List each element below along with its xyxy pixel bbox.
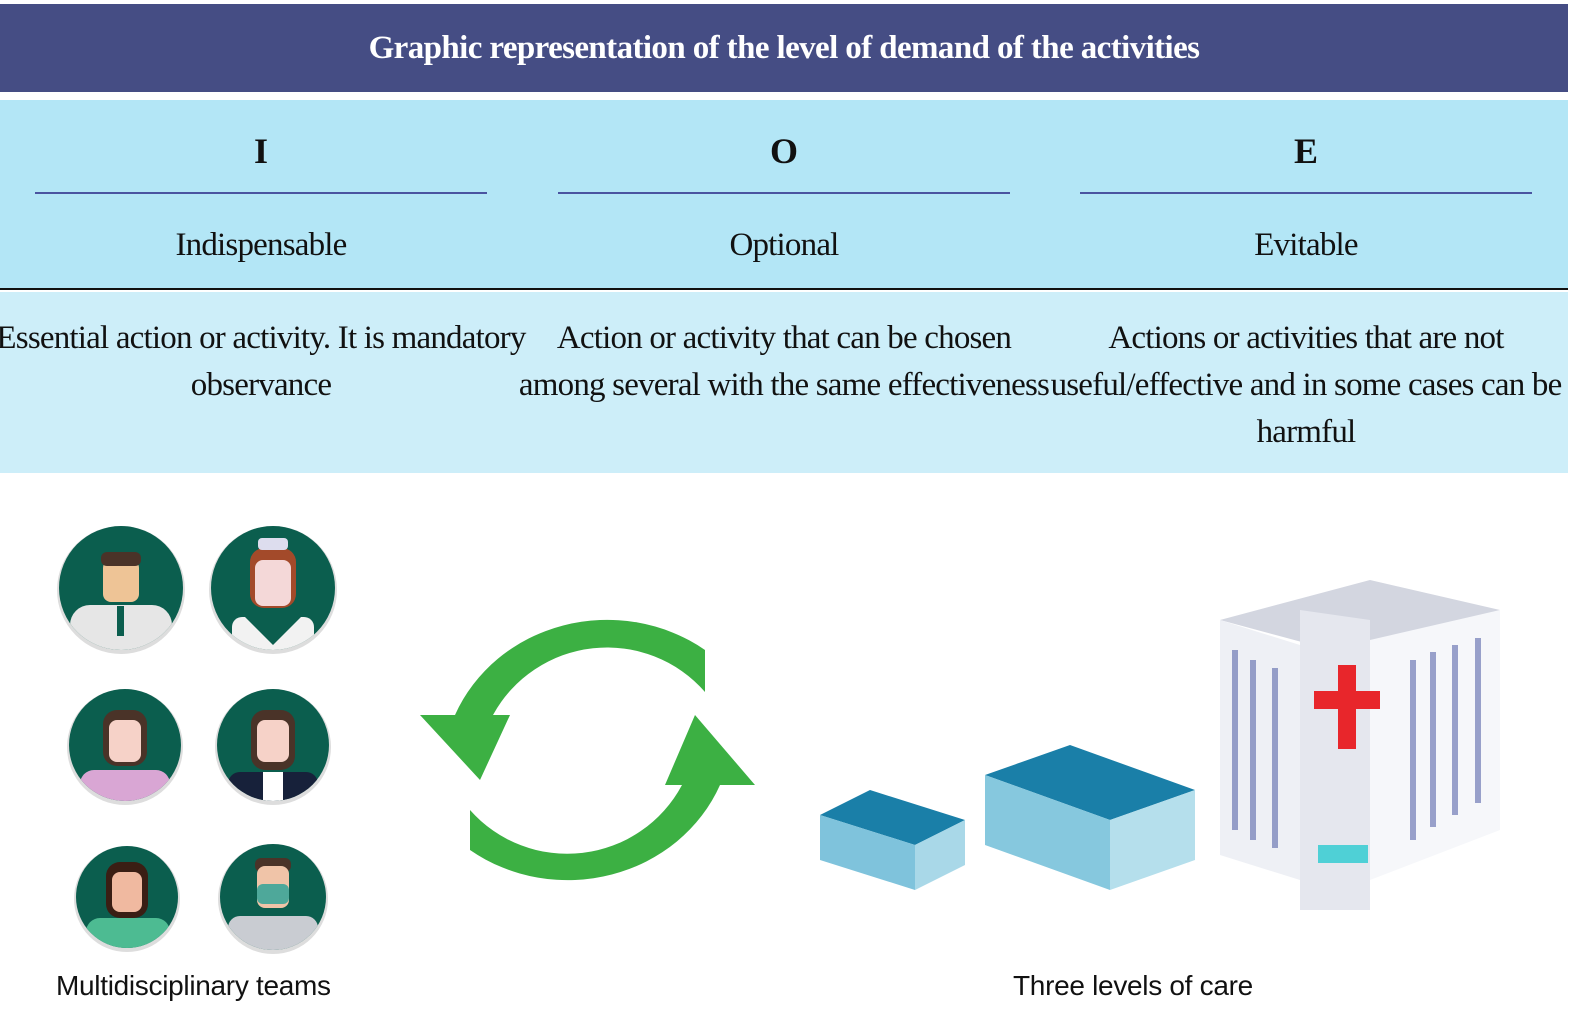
doctor-avatar-icon <box>57 526 185 654</box>
surgeon-avatar-icon <box>218 844 328 954</box>
description-optional: Action or activity that can be chosen am… <box>518 320 1050 403</box>
businesswoman-avatar-icon <box>215 689 331 805</box>
team-avatars <box>57 526 337 954</box>
column-label: Indispensable <box>175 227 347 263</box>
column-label: Evitable <box>1254 227 1358 263</box>
nurse-avatar-icon <box>209 526 337 654</box>
caption-levels: Three levels of care <box>1013 970 1253 1001</box>
divider <box>35 192 487 194</box>
refresh-arrows-icon <box>420 619 755 881</box>
column-indispensable: I Indispensable <box>35 100 487 290</box>
column-letter: I <box>253 131 268 171</box>
column-letter: O <box>769 131 798 171</box>
red-cross-icon <box>1314 665 1380 749</box>
medium-hospital-icon <box>985 745 1195 890</box>
column-evitable: E Evitable <box>1080 100 1532 290</box>
header-row: I Indispensable O Optional E Evitable <box>0 100 1568 290</box>
description-evitable: Actions or activities that are not usefu… <box>1050 320 1563 450</box>
care-levels-buildings-icon <box>820 580 1500 910</box>
description-row: Essential action or activity. It is mand… <box>0 292 1568 473</box>
column-label: Optional <box>729 227 839 263</box>
diagram-title: Graphic representation of the level of d… <box>0 4 1568 92</box>
divider <box>558 192 1010 194</box>
caption-teams: Multidisciplinary teams <box>56 970 331 1001</box>
divider <box>1080 192 1532 194</box>
small-clinic-icon <box>820 790 965 890</box>
nurse-scrubs-avatar-icon <box>74 846 180 952</box>
female-staff-avatar-icon <box>67 689 183 805</box>
description-indispensable: Essential action or activity. It is mand… <box>0 320 526 403</box>
column-letter: E <box>1293 131 1318 171</box>
column-optional: O Optional <box>558 100 1010 290</box>
